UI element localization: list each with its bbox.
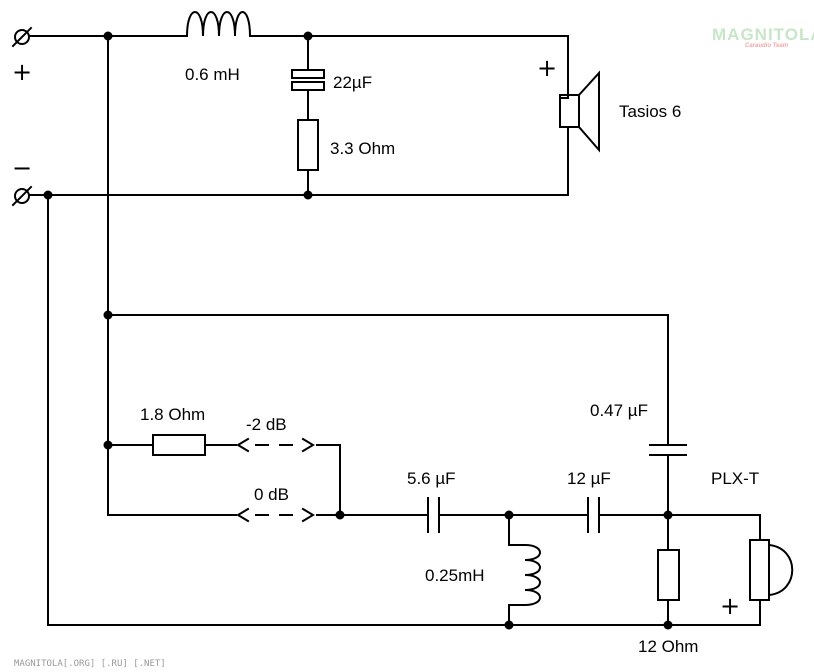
tweeter-section-wires bbox=[47, 35, 761, 626]
attenuation-switch bbox=[236, 437, 315, 523]
minus-sign: − bbox=[12, 154, 32, 182]
inductor-0.25mh bbox=[523, 543, 541, 607]
switch-0db-label: 0 dB bbox=[254, 485, 289, 504]
capacitor-5.6uf-label: 5.6 µF bbox=[407, 469, 456, 488]
capacitor-22uf-label: 22µF bbox=[333, 73, 372, 92]
tweeter-name-label: PLX-T bbox=[711, 469, 759, 488]
resistor-12ohm bbox=[657, 549, 680, 601]
resistor-1.8ohm bbox=[152, 434, 206, 456]
magnitola-logo: MAGNITOLA Caraudio Team bbox=[712, 25, 814, 49]
footer-watermark: MAGNITOLA[.ORG] [.RU] [.NET] bbox=[14, 659, 166, 669]
plus-sign: + bbox=[12, 58, 32, 86]
capacitor-22uf bbox=[291, 69, 325, 91]
tweeter-icon bbox=[749, 539, 794, 601]
capacitor-0.47uf-label: 0.47 µF bbox=[590, 401, 648, 420]
inductor-0.25mh-label: 0.25mH bbox=[425, 566, 485, 585]
capacitor-0.47uf bbox=[649, 444, 687, 456]
mid-section-wires bbox=[28, 35, 569, 196]
logo-text: MAGNITOLA bbox=[712, 25, 814, 44]
resistor-12ohm-label: 12 Ohm bbox=[638, 637, 698, 656]
capacitor-5.6uf bbox=[427, 497, 440, 533]
switch-minus2db-label: -2 dB bbox=[246, 415, 287, 434]
tweeter-polarity-mark: + bbox=[720, 592, 740, 620]
inductor-0.6mh bbox=[185, 11, 252, 38]
speaker-name-label: Tasios 6 bbox=[619, 102, 681, 121]
inductor-0.6mh-label: 0.6 mH bbox=[185, 65, 240, 84]
resistor-1.8ohm-label: 1.8 Ohm bbox=[140, 405, 205, 424]
capacitor-12uf bbox=[587, 497, 600, 533]
resistor-3.3ohm bbox=[297, 119, 319, 171]
capacitor-12uf-label: 12 µF bbox=[567, 469, 611, 488]
speaker-icon bbox=[559, 70, 600, 153]
resistor-3.3ohm-label: 3.3 Ohm bbox=[330, 139, 395, 158]
speaker-polarity-mark: + bbox=[537, 54, 557, 82]
junction-dots bbox=[43, 31, 673, 630]
logo-subtext: Caraudio Team bbox=[745, 43, 789, 49]
